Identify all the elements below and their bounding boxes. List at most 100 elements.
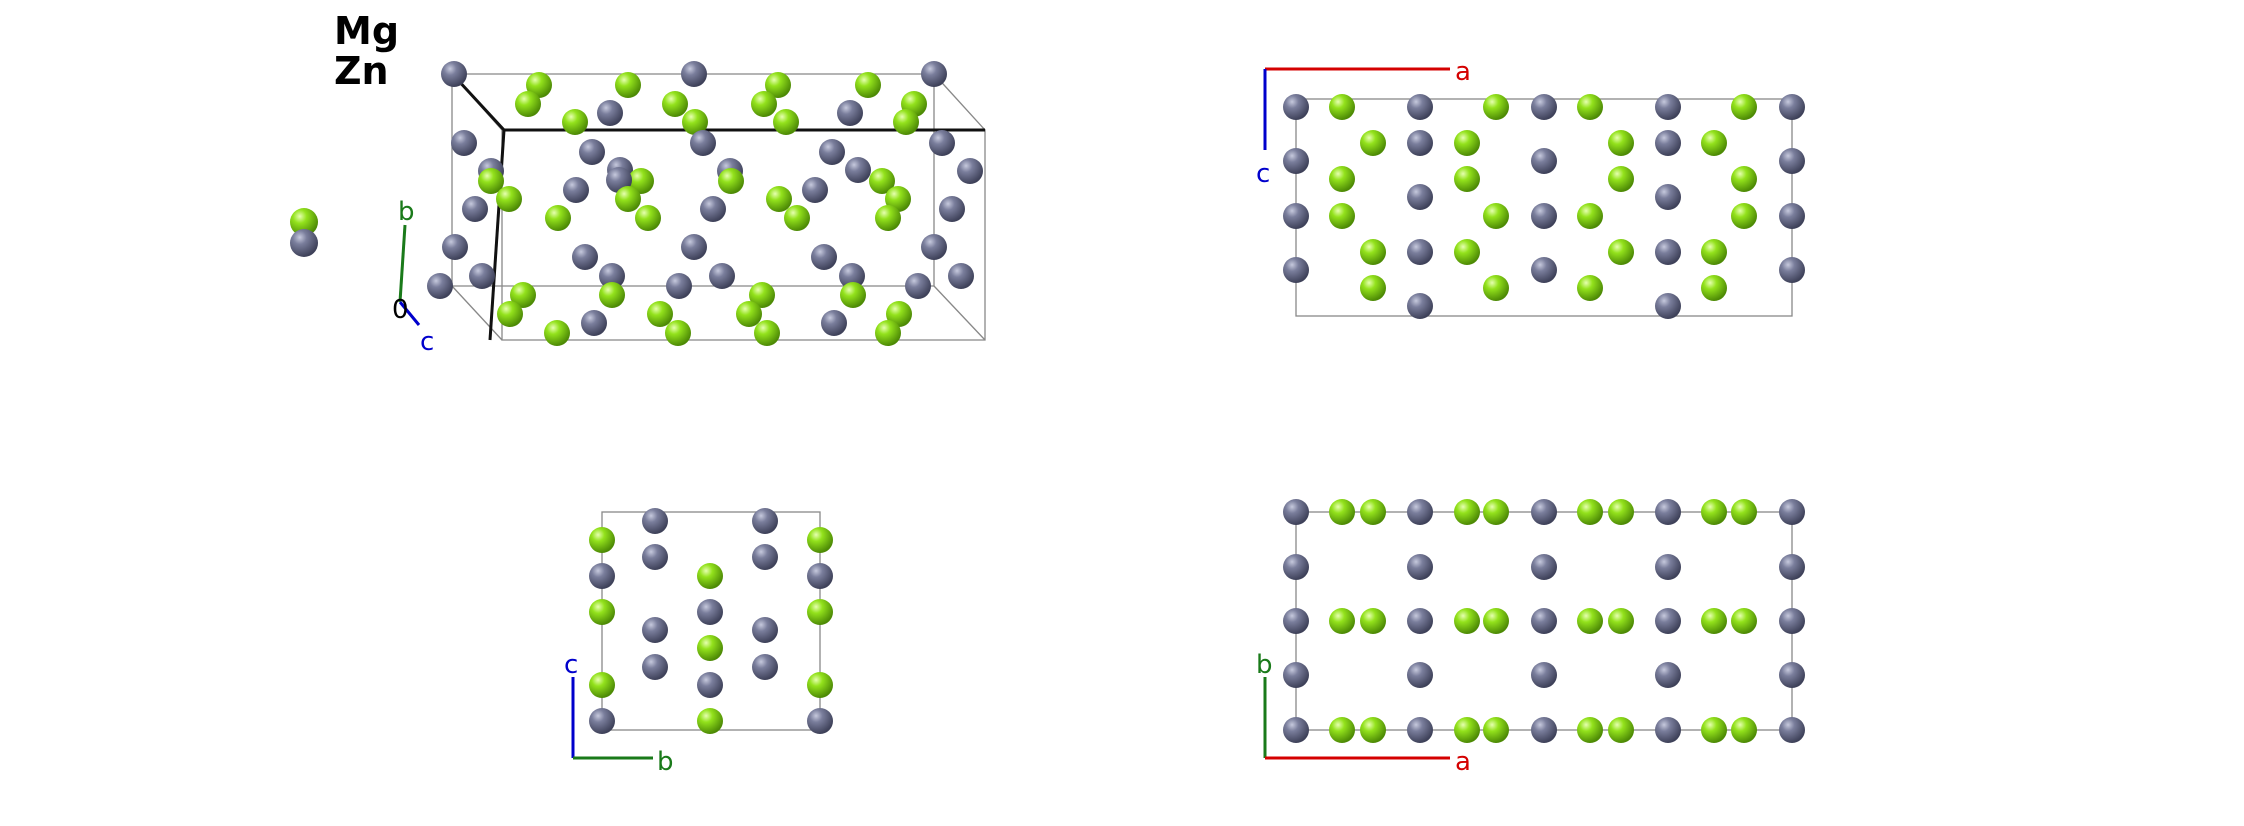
axis-a-label: a [1455,57,1471,87]
zn-atom [1407,554,1433,580]
zn-atom [1779,717,1805,743]
mg-atom [615,72,641,98]
mg-atom [1483,275,1509,301]
zn-atom [1531,554,1557,580]
mg-atom [1360,499,1386,525]
zn-atom [1531,203,1557,229]
mg-atom [1608,608,1634,634]
mg-atom [697,708,723,734]
zn-atom [1655,94,1681,120]
zn-atom [1283,662,1309,688]
mg-atom [1454,166,1480,192]
perspective-axes: b c 0 [392,197,434,357]
zn-atom [752,617,778,643]
mg-atom [545,205,571,231]
mg-atom [497,301,523,327]
zn-atom [837,100,863,126]
zn-atom [811,244,837,270]
mg-atom [1608,166,1634,192]
ac-projection-atoms [1283,94,1805,319]
zn-atom [807,563,833,589]
zn-atom [957,158,983,184]
zn-atom [939,196,965,222]
zn-atom [752,508,778,534]
zn-atom [1779,499,1805,525]
zn-atom [1531,148,1557,174]
zn-atom [839,263,865,289]
zn-atom [948,263,974,289]
mg-atom [1608,130,1634,156]
zn-atom [1779,662,1805,688]
mg-atom [682,109,708,135]
mg-atom [751,91,777,117]
zn-atom [451,130,477,156]
mg-atom [840,282,866,308]
mg-atom [1329,94,1355,120]
axis-c-line [398,301,421,326]
mg-atom [766,186,792,212]
bc-projection-atoms [589,508,833,734]
zn-atom [599,263,625,289]
mg-atom [1731,499,1757,525]
zn-atom [427,273,453,299]
mg-atom [599,282,625,308]
legend-mg-atom [290,208,318,236]
mg-atom [510,282,536,308]
zn-atom [1283,717,1309,743]
mg-atom [526,72,552,98]
zn-atom [1531,717,1557,743]
zn-atom [1283,94,1309,120]
zn-atom [1655,554,1681,580]
mg-atom [628,168,654,194]
mg-atom [1360,239,1386,265]
zn-atom [579,139,605,165]
mg-atom [1701,608,1727,634]
mg-atom [1454,239,1480,265]
zn-atom [1407,293,1433,319]
mg-atom [886,301,912,327]
zn-atom [807,708,833,734]
mg-atom [1483,94,1509,120]
zn-atom [1283,203,1309,229]
mg-atom [1701,499,1727,525]
zn-atom [929,130,955,156]
legend-zn-atom [290,229,318,257]
mg-atom [807,527,833,553]
zn-atom [821,310,847,336]
zn-atom [1655,662,1681,688]
mg-atom [1577,275,1603,301]
mg-atom [1731,203,1757,229]
zn-atom [1283,257,1309,283]
mg-atom [1731,166,1757,192]
zn-atom [666,273,692,299]
mg-atom [1360,275,1386,301]
zn-atom [1531,662,1557,688]
zn-atom [1655,239,1681,265]
zn-atom [1531,257,1557,283]
mg-atom [893,109,919,135]
zn-atom [905,273,931,299]
zn-atom [1407,499,1433,525]
zn-atom [802,177,828,203]
zn-atom [1531,94,1557,120]
mg-atom [749,282,775,308]
zn-atom [572,244,598,270]
zn-atom [1655,293,1681,319]
zn-atom [845,157,871,183]
zn-atom [697,672,723,698]
zn-atom [709,263,735,289]
zn-atom [1283,608,1309,634]
mg-atom [1577,203,1603,229]
zn-atom [1407,94,1433,120]
mg-atom [1454,499,1480,525]
mg-atom [869,168,895,194]
mg-atom [754,320,780,346]
zn-atom [469,263,495,289]
mg-atom [1731,717,1757,743]
zn-atom [1283,499,1309,525]
mg-atom [1577,608,1603,634]
perspective-atoms [427,61,983,346]
mg-atom [697,635,723,661]
mg-atom [647,301,673,327]
mg-atom [1329,499,1355,525]
